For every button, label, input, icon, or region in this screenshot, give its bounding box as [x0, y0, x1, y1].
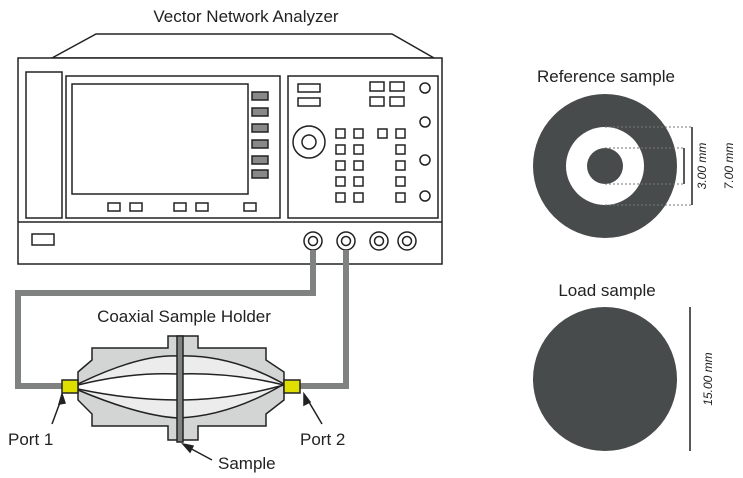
callouts — [51, 391, 323, 461]
port-1-label: Port 1 — [8, 430, 53, 449]
vna-title: Vector Network Analyzer — [153, 7, 339, 26]
holder-title: Coaxial Sample Holder — [97, 307, 271, 326]
screen-button-3[interactable] — [173, 202, 187, 212]
port-2-label: Port 2 — [300, 430, 345, 449]
softkey-6[interactable] — [251, 169, 269, 179]
keypad-key[interactable] — [353, 176, 364, 187]
vector-network-analyzer — [17, 33, 443, 265]
keypad-key[interactable] — [353, 144, 364, 155]
panel-button-f[interactable] — [389, 96, 405, 107]
screen-button-1[interactable] — [107, 202, 121, 212]
keypad-key[interactable] — [335, 160, 346, 171]
panel-button-e[interactable] — [369, 96, 385, 107]
sample-label: Sample — [218, 454, 276, 473]
reference-dimension-lines — [605, 126, 692, 206]
keypad-key[interactable] — [335, 144, 346, 155]
reference-inner-disc — [587, 148, 623, 184]
panel-button-a[interactable] — [297, 83, 321, 93]
keypad-key[interactable] — [395, 160, 406, 171]
keypad-key[interactable] — [395, 192, 406, 203]
panel-button-c[interactable] — [369, 81, 385, 92]
coaxial-sample-holder — [61, 335, 301, 443]
load-title: Load sample — [558, 281, 655, 300]
panel-button-d[interactable] — [389, 81, 405, 92]
panel-round-button-3[interactable] — [419, 154, 431, 166]
power-button[interactable] — [31, 233, 55, 246]
softkey-2[interactable] — [251, 107, 269, 117]
keypad-key[interactable] — [395, 128, 406, 139]
softkey-4[interactable] — [251, 139, 269, 149]
vna-left-panel — [25, 71, 63, 219]
keypad-key[interactable] — [353, 192, 364, 203]
keypad-key[interactable] — [377, 128, 388, 139]
panel-round-button-1[interactable] — [419, 82, 431, 94]
softkey-3[interactable] — [251, 123, 269, 133]
keypad-key[interactable] — [395, 144, 406, 155]
softkey-1[interactable] — [251, 91, 269, 101]
softkey-5[interactable] — [251, 155, 269, 165]
sample-slab — [176, 335, 184, 443]
keypad-key[interactable] — [395, 176, 406, 187]
keypad — [335, 128, 406, 203]
reference-title: Reference sample — [537, 67, 675, 86]
dim-outer-label: 7.00 mm — [722, 143, 736, 190]
panel-button-b[interactable] — [297, 97, 321, 107]
panel-round-button-4[interactable] — [419, 190, 431, 202]
keypad-key[interactable] — [335, 176, 346, 187]
reference-sample — [533, 94, 677, 238]
keypad-key[interactable] — [335, 128, 346, 139]
dim-inner-label: 3.00 mm — [695, 143, 709, 190]
port-1-connector — [61, 379, 79, 394]
cable-port-2 — [300, 250, 349, 389]
vna-screen — [71, 83, 249, 195]
screen-button-4[interactable] — [195, 202, 209, 212]
cable-port-1 — [15, 250, 316, 389]
panel-round-button-2[interactable] — [419, 116, 431, 128]
keypad-key[interactable] — [335, 192, 346, 203]
load-sample-disc — [533, 307, 677, 451]
rotary-knob-center — [301, 134, 317, 150]
keypad-key[interactable] — [353, 128, 364, 139]
cables — [15, 250, 349, 389]
keypad-key[interactable] — [353, 160, 364, 171]
screen-button-2[interactable] — [129, 202, 143, 212]
dim-load-label: 15.00 mm — [701, 352, 715, 405]
vna-top-cover — [51, 33, 437, 59]
screen-button-5[interactable] — [243, 202, 257, 212]
port-2-connector — [283, 379, 301, 394]
